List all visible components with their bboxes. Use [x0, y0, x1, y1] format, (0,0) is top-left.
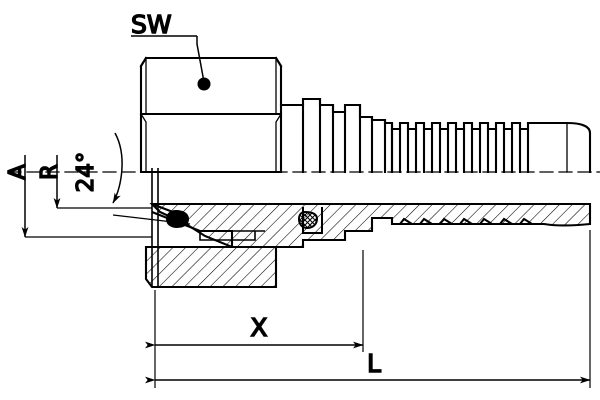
x-dimension-line [145, 250, 364, 352]
r-label: R [37, 164, 63, 180]
sw-callout [131, 35, 211, 91]
barb-section-profile [392, 217, 544, 226]
sw-label: SW [131, 10, 172, 39]
hose-barb-serrations [390, 121, 530, 174]
sealing-ring [165, 209, 190, 229]
r-dimension-line [53, 155, 152, 209]
hose-end-ferrule [526, 121, 592, 174]
sw-target-dot [197, 77, 211, 91]
shank-steps [279, 97, 394, 174]
angle-callout-leader [112, 132, 191, 225]
nut-section-hatch [144, 245, 278, 289]
l-dimension-line [145, 230, 591, 388]
hex-nut [139, 56, 283, 174]
o-ring-seal [297, 207, 323, 234]
a-dimension-line [21, 155, 152, 238]
angle-label: 24° [73, 152, 99, 193]
a-label: A [5, 164, 31, 180]
section-half [144, 168, 592, 289]
bore-edges [146, 168, 276, 287]
l-label: L [367, 349, 381, 378]
x-label: X [250, 313, 267, 342]
